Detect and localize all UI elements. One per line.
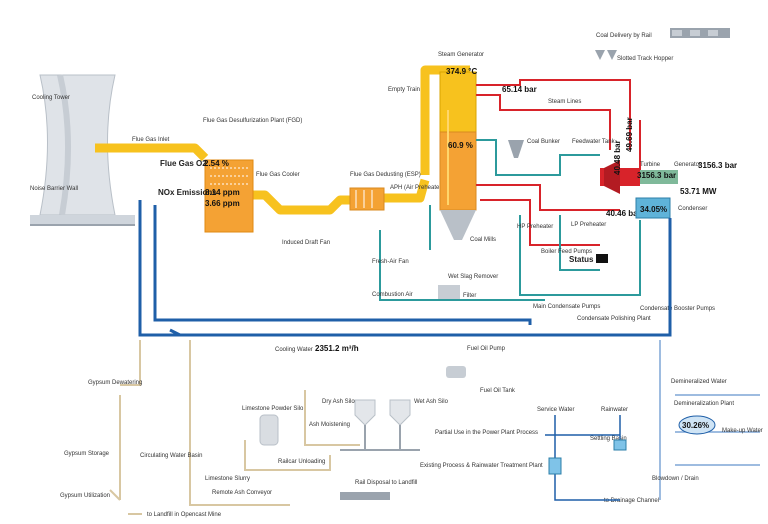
label-railcar-unloading: Railcar Unloading [278,459,325,465]
label-cooling-water: Cooling Water [275,347,313,353]
label-rainwater: Rainwater [601,407,628,413]
readout-flue-o2: 2.54 % [204,159,229,168]
label-status: Status [569,255,594,264]
status-indicator[interactable] [596,254,608,263]
cooling-water-loop [138,200,672,337]
rail-disposal-train [340,492,390,500]
label-combustion-air: Combustion Air [372,292,413,298]
label-demineralized-water: Demineralized Water [671,379,727,385]
fuel-oil-tank [446,366,466,378]
esp-unit [349,187,385,211]
label-lp-preheater: LP Preheater [571,222,606,228]
label-main-condensate-pumps: Main Condensate Pumps [533,304,600,310]
label-condensate-booster: Condensate Booster Pumps [640,306,715,312]
label-wet-ash-silo: Wet Ash Silo [414,399,449,405]
label-coal-delivery: Coal Delivery by Rail [596,33,652,39]
label-existing-process: Existing Process & Rainwater Treatment P… [420,463,543,469]
readout-feed-pressure-1: 49.69 bar [625,117,634,152]
label-drainage: to Drainage Channel [604,498,659,504]
label-cooling-tower: Cooling Tower [32,95,70,101]
readout-nox: 8.14 ppm [205,188,240,197]
readout-generator-pressure: 3156.3 bar [637,171,676,180]
turbine-unit [600,160,678,194]
readout-steam-temp: 374.9 °C [446,67,477,76]
label-fuel-oil-tank: Fuel Oil Tank [480,388,516,394]
label-gypsum-dewatering: Gypsum Dewatering [88,380,142,386]
label-fgd: Flue Gas Desulfurization Plant (FGD) [203,118,302,124]
readout-condensate-pressure: 40.46 bar [606,209,641,218]
label-steam-generator: Steam Generator [438,52,484,58]
label-partial-use: Partial Use in the Power Plant Process [435,430,538,436]
label-empty-train: Empty Train [388,87,420,93]
readout-power: 53.71 MW [680,187,717,196]
label-generator: Generator [674,162,701,168]
label-rail-disposal: Rail Disposal to Landfill [355,480,417,486]
label-aph: APH (Air Preheater) [390,185,443,191]
label-esp: Flue Gas Dedusting (ESP) [350,172,421,178]
label-feedwater-tank: Feedwater Tank [572,139,616,145]
label-coal-mills: Coal Mills [470,237,496,243]
steam-generator [439,71,477,240]
byproduct-lines [109,340,360,506]
label-fresh-air-fan: Fresh-Air Fan [372,259,409,265]
label-limestone-slurry: Limestone Slurry [205,476,250,482]
steam-lines [476,79,641,246]
readout-condenser-pct: 34.05% [640,205,667,214]
label-turbine: Turbine [640,162,661,168]
label-makeup-water: Make-up Water [722,428,763,434]
readout-demin-pct: 30.26% [682,421,709,430]
label-flue-gas-inlet: Flue Gas Inlet [132,137,170,143]
fgd-tower [204,159,254,233]
label-flue-gas-o2: Flue Gas O2 [160,159,207,168]
label-circulating-basin: Circulating Water Basin [140,453,202,459]
label-remote-ash-conveyor: Remote Ash Conveyor [212,490,272,496]
demin-plant-tank [678,415,716,435]
label-gypsum-storage: Gypsum Storage [64,451,110,457]
label-filter: Filter [463,293,476,299]
settling-basin-box [613,439,627,451]
label-service-water: Service Water [537,407,574,413]
label-boiler-feed-pumps: Boiler Feed Pumps [541,249,592,255]
readout-level: 60.9 % [448,141,473,150]
rail-train-icon [670,28,730,38]
readout-steam-pressure: 65.14 bar [502,85,537,94]
label-slotted-hopper: Slotted Track Hopper [617,56,673,62]
label-blowdown: Blowdown / Drain [652,476,699,482]
label-landfill: to Landfill in Opencast Mine [147,512,222,518]
label-wet-slag-remover: Wet Slag Remover [448,274,498,280]
label-limestone-silo: Limestone Powder Silo [242,406,304,412]
hopper-icon [595,50,617,60]
readout-feed-pressure-2: 40.48 bar [613,140,622,175]
feedwater-lines [379,139,641,301]
label-induced-draft-fan: Induced Draft Fan [282,240,330,246]
label-dry-ash-silo: Dry Ash Silo [322,399,355,405]
label-gypsum-utilization: Gypsum Utilization [60,493,110,499]
label-ash-moistening: Ash Moistening [309,422,350,428]
label-noise-barrier: Noise Barrier Wall [30,186,78,192]
label-condenser: Condenser [678,206,707,212]
label-steam-lines: Steam Lines [548,99,581,105]
label-flue-gas-cooler: Flue Gas Cooler [256,172,300,178]
condenser-box [635,197,671,219]
label-nox-emissions: NOx Emissions [158,188,217,197]
label-coal-bunker: Coal Bunker [527,139,560,145]
label-hp-preheater: HP Preheater [517,224,553,230]
coal-bunker-icon [508,140,524,158]
label-fuel-oil-pump: Fuel Oil Pump [467,346,506,352]
cooling-tower [30,74,135,226]
water-treatment-lines [545,415,621,501]
readout-so2: 3.66 ppm [205,199,240,208]
readout-cooling-water-flow: 2351.2 m³/h [315,344,359,353]
ash-silos [340,399,420,451]
label-demin-plant: Demineralization Plant [674,401,734,407]
limestone-silo-icon [259,414,279,446]
treatment-plant-box [548,457,562,475]
label-settling-basin: Settling Basin [590,436,627,442]
label-condensate-polishing: Condensate Polishing Plant [577,316,651,322]
readout-turbine-pressure: 3156.3 bar [698,161,737,170]
filter-box [438,285,460,299]
